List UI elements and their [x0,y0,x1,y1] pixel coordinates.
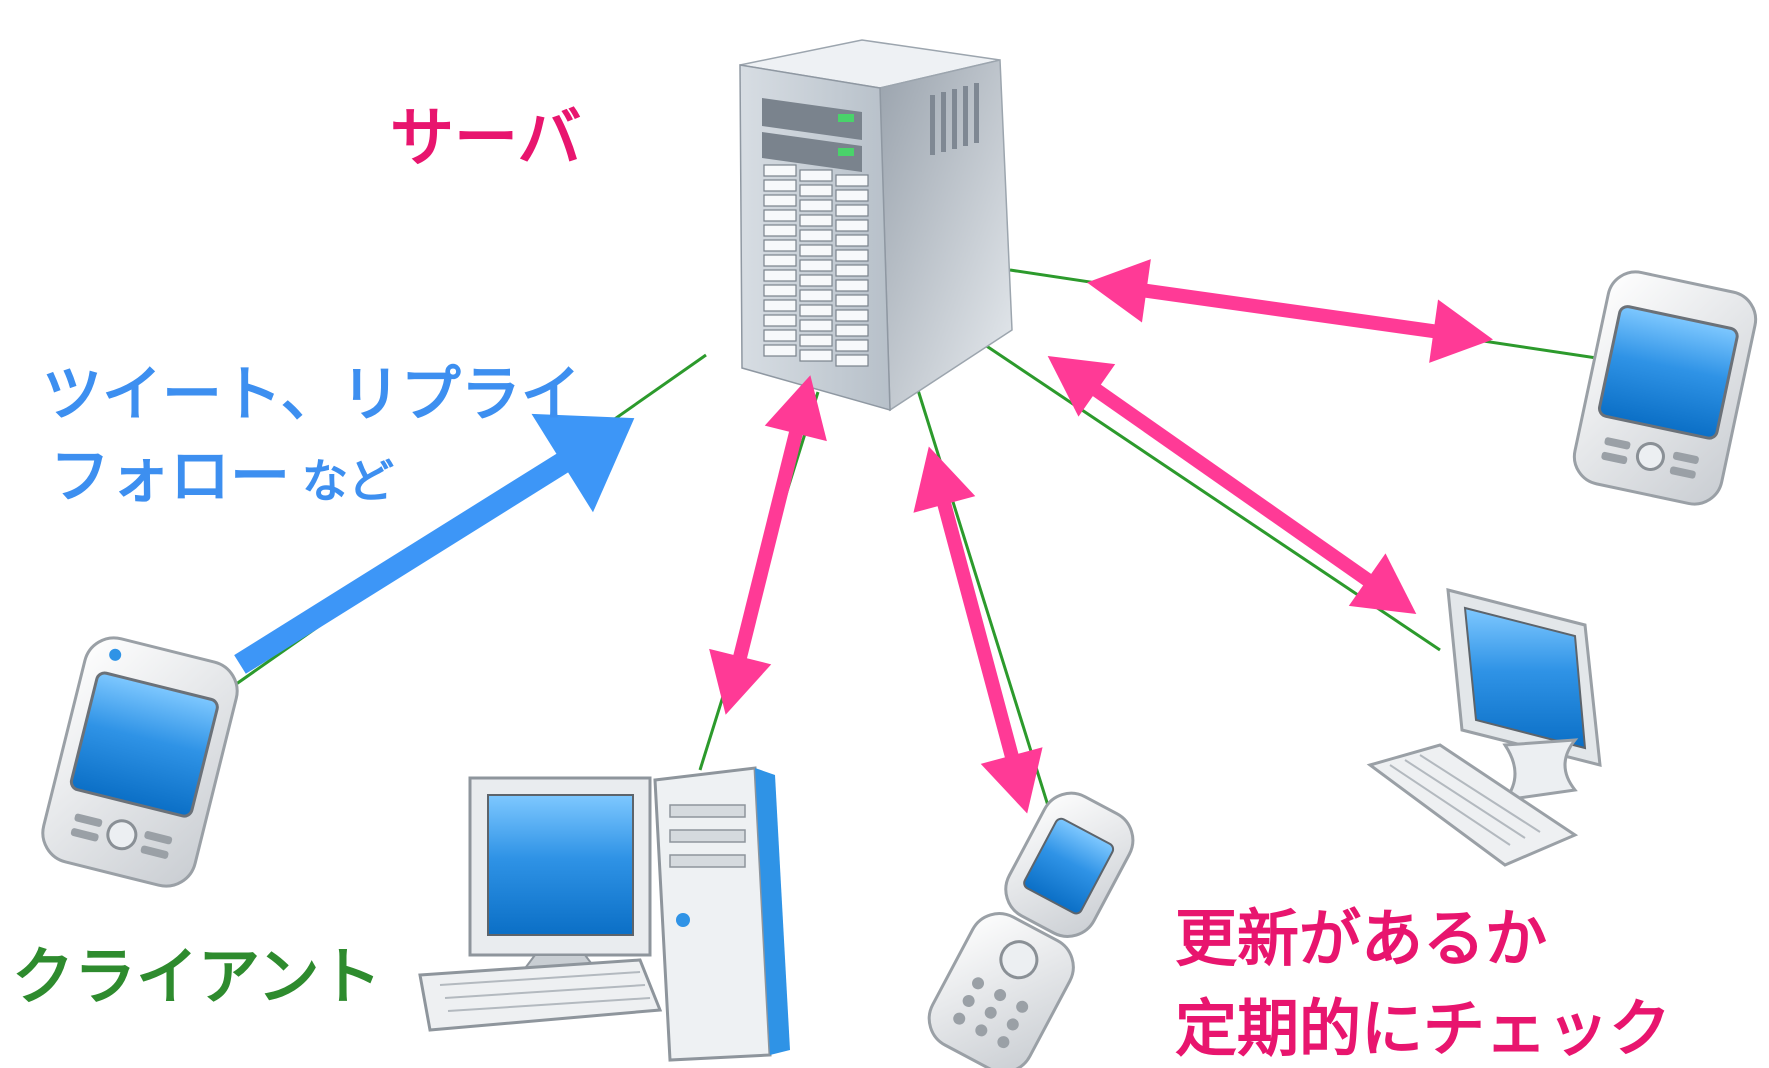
flip-phone-icon [927,791,1135,1068]
poll-label-line1: 更新があるか [1175,902,1547,975]
poll-arrows [709,259,1494,814]
poll-arrow-monitor [1047,355,1417,615]
poll-arrow-desktop [709,375,827,715]
post-label-line1: ツイート、リプライ [42,360,581,430]
pda-icon [1572,270,1758,506]
lcd-monitor-icon [1366,588,1602,867]
post-label-line2: フォローなど [50,442,394,512]
server-label: サーバ [390,101,581,176]
post-label-main: フォロー [50,442,290,512]
pda-icon [41,636,239,888]
post-arrow [234,413,635,674]
server-tower-icon [739,39,1013,412]
poll-label-line2: 定期的にチェック [1175,992,1671,1065]
poll-arrow-flip-phone [913,446,1043,814]
poll-arrow-right-pda [1086,259,1494,363]
desktop-computer-icon [418,766,790,1062]
client-label: クライアント [12,940,382,1013]
post-label-suffix: など [302,454,394,508]
